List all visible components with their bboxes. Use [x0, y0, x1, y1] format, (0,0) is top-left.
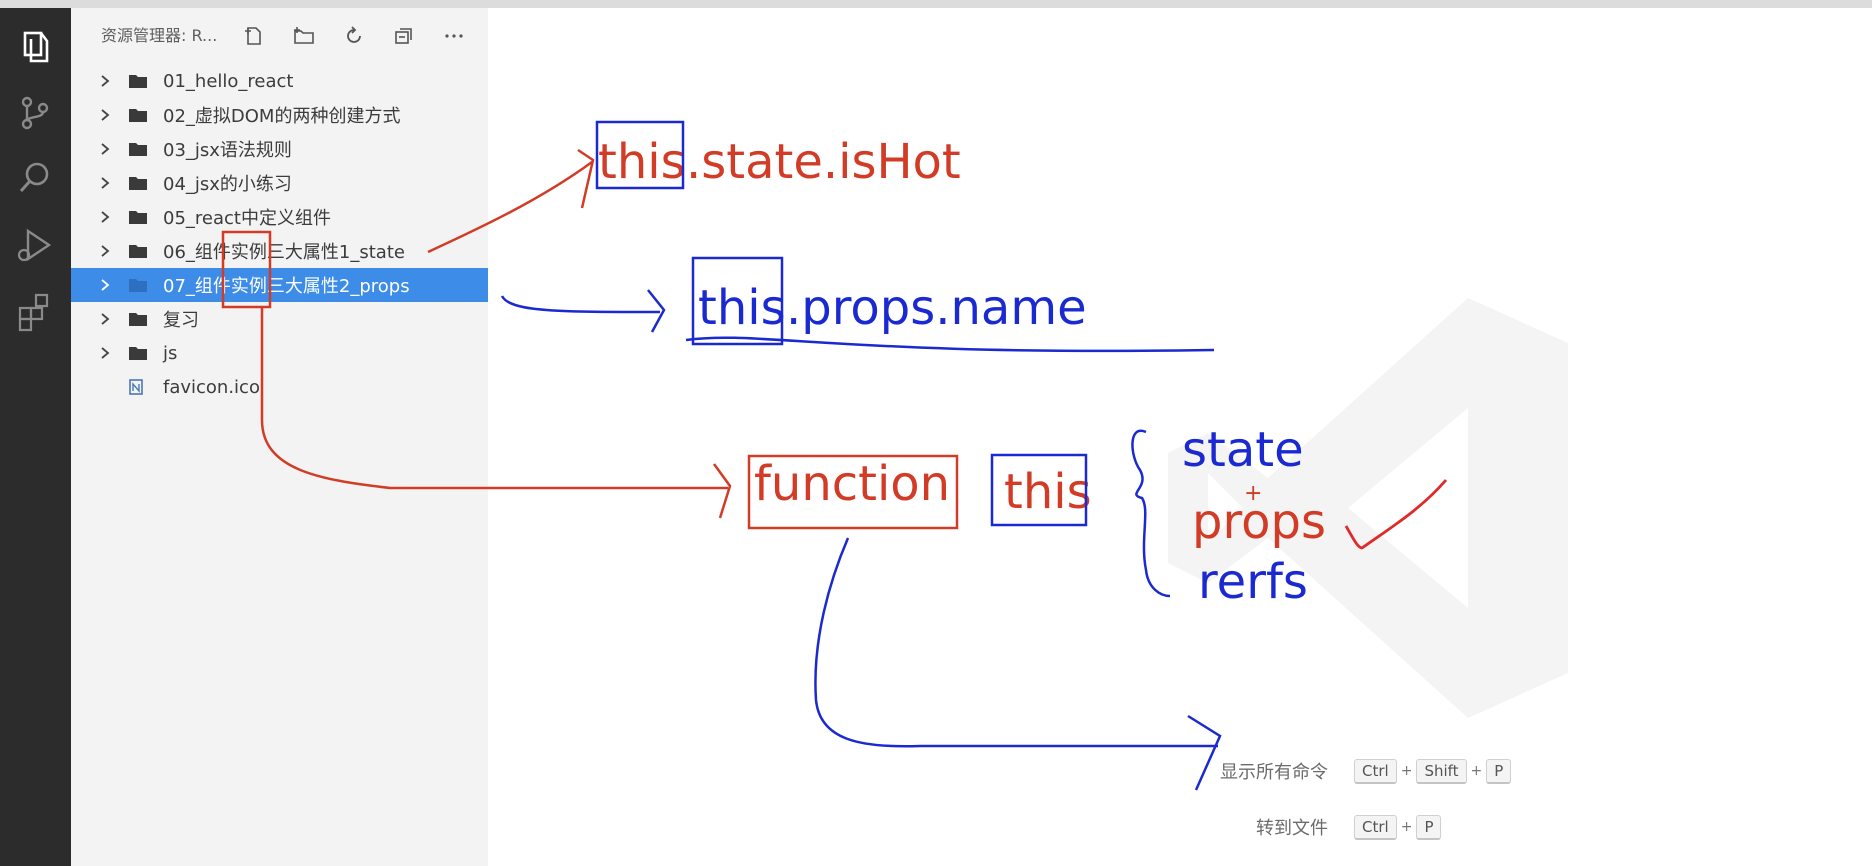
- window-top-strip: [0, 0, 1872, 8]
- search-icon[interactable]: [12, 156, 58, 202]
- plus-separator: +: [1400, 763, 1413, 779]
- tree-item-js[interactable]: js: [71, 336, 488, 370]
- chevron-right-icon: [99, 244, 117, 258]
- editor-area: [488, 8, 1872, 866]
- extensions-icon[interactable]: [12, 288, 58, 334]
- annotation-this: this: [698, 280, 786, 336]
- kbd-key: P: [1486, 758, 1512, 784]
- folder-icon: [129, 278, 149, 292]
- tree-item-label: 03_jsx语法规则: [163, 140, 292, 161]
- tree-item-07-selected[interactable]: 07_组件实例三大属性2_props: [71, 268, 488, 302]
- folder-icon: [129, 74, 149, 88]
- explorer-title: 资源管理器: R...: [101, 26, 218, 45]
- tree-item-label: 04_jsx的小练习: [163, 174, 292, 195]
- more-actions-icon[interactable]: [436, 22, 472, 50]
- tree-item-label: 复习: [163, 310, 199, 331]
- explorer-header: 资源管理器: R...: [101, 22, 217, 46]
- folder-icon: [129, 346, 149, 360]
- kbd-key: Ctrl: [1354, 758, 1397, 784]
- folder-icon: [129, 244, 149, 258]
- source-control-icon[interactable]: [12, 90, 58, 136]
- tree-item-03[interactable]: 03_jsx语法规则: [71, 132, 488, 166]
- tree-item-05[interactable]: 05_react中定义组件: [71, 200, 488, 234]
- explorer-sidebar: 资源管理器: R... 01_hello_react 02_虚拟DOM的两种创建…: [71, 8, 488, 866]
- activity-bar: [0, 8, 71, 866]
- annotation-this: this: [1004, 464, 1092, 520]
- kbd-key: Shift: [1416, 758, 1467, 784]
- annotation-this: this: [598, 134, 686, 190]
- folder-icon: [129, 210, 149, 224]
- annotation-refs: rerfs: [1198, 554, 1308, 610]
- tree-item-label: 07_组件实例三大属性2_props: [163, 276, 410, 297]
- vscode-watermark-icon: [1168, 298, 1568, 718]
- annotation-plus: +: [1244, 481, 1262, 506]
- annotation-props-name: .props.name: [786, 280, 1087, 336]
- chevron-right-icon: [99, 176, 117, 190]
- new-folder-icon[interactable]: [286, 22, 322, 50]
- chevron-right-icon: [99, 108, 117, 122]
- hint-go-to-file: 转到文件 Ctrl + P: [1158, 814, 1445, 840]
- chevron-right-icon: [99, 278, 117, 292]
- hint-show-all-commands: 显示所有命令 Ctrl + Shift + P: [1158, 758, 1515, 784]
- tree-item-favicon[interactable]: favicon.ico: [71, 370, 488, 404]
- refresh-icon[interactable]: [336, 22, 372, 50]
- new-file-icon[interactable]: [236, 22, 272, 50]
- collapse-all-icon[interactable]: [386, 22, 422, 50]
- folder-icon: [129, 108, 149, 122]
- annotation-state-ishot: .state.isHot: [686, 134, 961, 190]
- annotation-state: state: [1182, 422, 1304, 478]
- kbd-key: P: [1416, 814, 1442, 840]
- tree-item-label: js: [163, 342, 178, 364]
- chevron-right-icon: [99, 74, 117, 88]
- chevron-right-icon: [99, 210, 117, 224]
- tree-item-04[interactable]: 04_jsx的小练习: [71, 166, 488, 200]
- explorer-icon[interactable]: [12, 24, 58, 70]
- tree-item-label: favicon.ico: [163, 376, 260, 398]
- folder-icon: [129, 142, 149, 156]
- tree-item-review[interactable]: 复习: [71, 302, 488, 336]
- annotation-function: function: [754, 456, 950, 512]
- folder-icon: [129, 176, 149, 190]
- run-debug-icon[interactable]: [12, 222, 58, 268]
- tree-item-02[interactable]: 02_虚拟DOM的两种创建方式: [71, 98, 488, 132]
- plus-separator: +: [1470, 763, 1483, 779]
- chevron-right-icon: [99, 312, 117, 326]
- folder-icon: [129, 312, 149, 326]
- chevron-right-icon: [99, 142, 117, 156]
- chevron-right-icon: [99, 346, 117, 360]
- hint-label: 转到文件: [1256, 818, 1328, 839]
- tree-item-label: 01_hello_react: [163, 70, 294, 92]
- image-file-icon: [129, 379, 149, 395]
- hint-label: 显示所有命令: [1220, 762, 1328, 783]
- kbd-key: Ctrl: [1354, 814, 1397, 840]
- annotation-props: props: [1192, 494, 1326, 550]
- tree-item-label: 05_react中定义组件: [163, 208, 331, 229]
- explorer-actions: [236, 22, 472, 50]
- tree-item-label: 02_虚拟DOM的两种创建方式: [163, 106, 401, 127]
- plus-separator: +: [1400, 819, 1413, 835]
- tree-item-01-hello-react[interactable]: 01_hello_react: [71, 64, 488, 98]
